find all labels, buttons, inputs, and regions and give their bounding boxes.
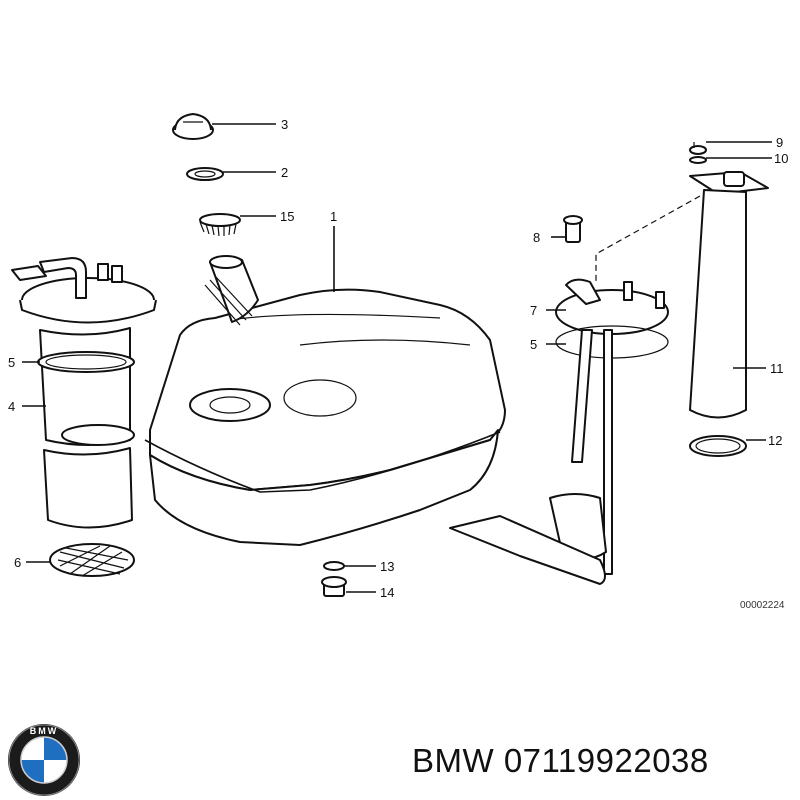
- callout-2: 2: [281, 165, 288, 180]
- assembly-dash-line: [595, 195, 701, 282]
- reference-code: 00002224: [740, 600, 785, 611]
- callout-15: 15: [280, 209, 294, 224]
- part-fuel-tank: [144, 255, 506, 546]
- callout-4: 4: [8, 399, 15, 414]
- callout-7: 7: [530, 303, 537, 318]
- brand-part-number: BMW 07119922038: [412, 742, 709, 779]
- callout-3: 3: [281, 117, 288, 132]
- callout-11: 11: [770, 361, 784, 376]
- part-filler-cap: [172, 113, 214, 140]
- callout-12: 12: [768, 433, 782, 448]
- part-drain-plug: [321, 561, 347, 597]
- callout-8: 8: [533, 230, 540, 245]
- part-left-pump: [11, 257, 157, 577]
- part-right-pump: [449, 215, 669, 585]
- callout-5-left: 5: [8, 355, 15, 370]
- callout-14: 14: [380, 585, 394, 600]
- part-level-sender: [689, 145, 769, 457]
- callout-5-right: 5: [530, 337, 537, 352]
- part-neck-ring: [199, 213, 241, 237]
- part-seal-ring: [186, 167, 224, 181]
- callout-13: 13: [380, 559, 394, 574]
- logo-letters: BMW: [30, 726, 59, 736]
- callout-9: 9: [776, 135, 783, 150]
- callout-1: 1: [330, 209, 337, 224]
- leader-lines: [22, 123, 772, 593]
- callout-10: 10: [774, 151, 788, 166]
- callout-6: 6: [14, 555, 21, 570]
- bmw-logo-icon: BMW: [8, 724, 80, 796]
